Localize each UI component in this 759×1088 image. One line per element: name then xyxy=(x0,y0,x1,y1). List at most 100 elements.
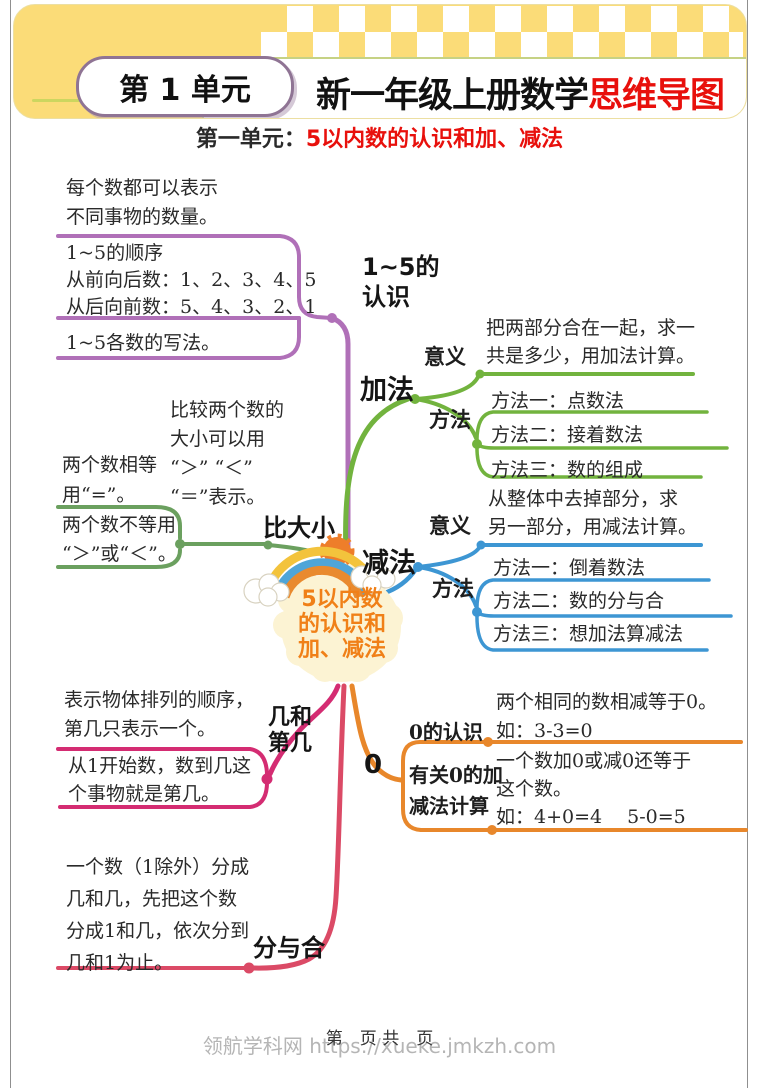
watermark: 领航学科网 https://xueke.jmkzh.com xyxy=(202,1034,557,1058)
text-line: 第几只表示一个。 xyxy=(64,718,217,740)
label-line: 加法 xyxy=(360,375,414,406)
subtitle-topic: 5以内数的认识和加、减法 xyxy=(305,127,564,152)
text-line: 如：3-3=0 xyxy=(496,720,593,742)
checker-pattern xyxy=(261,6,743,58)
ordinal-rule: 从1开始数，数到几这 个事物就是第几。 xyxy=(68,752,251,808)
subtraction-method-label: 方法 xyxy=(432,573,474,603)
text-line: 几和1为止。 xyxy=(66,952,174,974)
label-line: 第几 xyxy=(268,731,313,756)
text-line: 从后向前数：5、4、3、2、1 xyxy=(66,296,317,318)
central-topic: 5以内数 的认识和 加、减法 xyxy=(280,587,404,662)
addition-label: 加法 xyxy=(360,368,414,407)
compare-equal: 两个数相等 用“=”。 xyxy=(62,450,157,510)
compare-label: 比大小 xyxy=(263,508,335,543)
text-line: 方法一：点数法 xyxy=(491,390,625,412)
text-line: 从整体中去掉部分，求 xyxy=(488,488,679,510)
text-line: 不同事物的数量。 xyxy=(66,206,219,228)
text-line: 从前向后数：1、2、3、4、5 xyxy=(66,269,317,291)
text-line: 比较两个数的 xyxy=(170,399,285,421)
addition-method-label: 方法 xyxy=(429,404,471,434)
branch-subtraction-lines xyxy=(379,540,733,652)
page-border-right xyxy=(747,0,748,1088)
text-line: 共是多少，用加法计算。 xyxy=(486,345,696,367)
text-line: 两个相同的数相减等于0。 xyxy=(496,691,718,713)
subtitle: 第一单元：5以内数的认识和加、减法 xyxy=(0,121,759,153)
addition-method-1: 方法一：点数法 xyxy=(491,387,624,415)
central-topic-line: 加、减法 xyxy=(297,637,386,662)
text-line: 每个数都可以表示 xyxy=(66,177,219,199)
label-line: 几和 xyxy=(268,705,313,730)
label-line: 0 xyxy=(364,750,383,780)
text-line: 另一部分，用减法计算。 xyxy=(488,516,698,538)
text-line: 把两部分合在一起，求一 xyxy=(486,317,696,339)
label-line: 1~5的 xyxy=(362,253,440,281)
label-line: 减法 xyxy=(362,548,416,579)
text-line: 从1开始数，数到几这 xyxy=(68,755,252,777)
text-line: 1~5各数的写法。 xyxy=(66,332,221,354)
text-line: 两个数相等 xyxy=(62,454,158,476)
text-line: 大小可以用 xyxy=(170,428,266,450)
text-line: “＝”表示。 xyxy=(170,486,266,508)
subtraction-method-1: 方法一：倒着数法 xyxy=(493,554,645,582)
cloud-puff-right-icon xyxy=(350,561,396,595)
unit-badge: 第 1 单元 xyxy=(76,56,294,117)
subtraction-method-2: 方法二：数的分与合 xyxy=(493,587,664,615)
zero-sub2-text: 一个数加0或减0还等于 这个数。 如：4+0=4 5-0=5 xyxy=(496,747,691,831)
label-line: 有关0的加 xyxy=(409,763,503,787)
ordinal-note: 表示物体排列的顺序， 第几只表示一个。 xyxy=(64,686,254,744)
central-topic-line: 的认识和 xyxy=(297,612,386,637)
label-line: 意义 xyxy=(429,513,471,538)
branch-ordinal-lines xyxy=(56,683,341,809)
split-label: 分与合 xyxy=(253,928,325,963)
text-line: 表示物体排列的顺序， xyxy=(64,689,255,711)
subtitle-label: 第一单元： xyxy=(195,127,306,152)
branch-addition-lines xyxy=(343,369,729,568)
zero-sub2-label: 有关0的加 减法计算 xyxy=(409,760,503,822)
text-line: 一个数加0或减0还等于 xyxy=(496,750,692,772)
label-line: 意义 xyxy=(424,344,466,369)
label-line: 比大小 xyxy=(263,514,335,542)
title-red: 思维导图 xyxy=(588,76,725,116)
text-line: 这个数。 xyxy=(496,778,573,800)
label-line: 方法 xyxy=(432,576,474,601)
text-line: 方法二：接着数法 xyxy=(491,424,644,446)
subtraction-method-3: 方法三：想加法算减法 xyxy=(493,620,683,648)
header-banner: 新一年级上册数学思维导图 第 1 单元 xyxy=(13,4,747,119)
zero-sub1-label: 0的认识 xyxy=(409,716,483,745)
addition-method-3: 方法三：数的组成 xyxy=(491,456,643,484)
text-line: “＞” “＜” xyxy=(170,457,253,479)
label-line: 减法计算 xyxy=(409,794,489,818)
text-line: 方法三：数的组成 xyxy=(491,459,644,481)
subtraction-meaning: 从整体中去掉部分，求 另一部分，用减法计算。 xyxy=(488,485,697,541)
n15-note: 每个数都可以表示 不同事物的数量。 xyxy=(66,174,218,232)
label-line: 认识 xyxy=(362,283,410,311)
page-border-left xyxy=(10,0,11,1088)
page-title: 新一年级上册数学思维导图 xyxy=(316,67,725,118)
n15-writing: 1~5各数的写法。 xyxy=(66,329,220,357)
text-line: 方法三：想加法算减法 xyxy=(493,623,684,645)
decorative-underline xyxy=(32,99,96,102)
text-line: 如：4+0=4 5-0=5 xyxy=(496,806,686,828)
compare-unequal: 两个数不等用 “＞”或“＜”。 xyxy=(62,511,177,569)
subtraction-meaning-label: 意义 xyxy=(429,510,471,540)
text-line: 一个数（1除外）分成 xyxy=(66,856,250,878)
text-line: “＞”或“＜”。 xyxy=(62,543,177,565)
branch-n15-lines xyxy=(56,234,351,578)
subtraction-label: 减法 xyxy=(362,541,416,580)
title-black: 新一年级上册数学 xyxy=(316,76,589,116)
text-line: 方法一：倒着数法 xyxy=(493,557,646,579)
split-note: 一个数（1除外）分成 几和几，先把这个数 分成1和几，依次分到 几和1为止。 xyxy=(66,851,249,979)
addition-meaning: 把两部分合在一起，求一 共是多少，用加法计算。 xyxy=(486,314,695,370)
text-line: 分成1和几，依次分到 xyxy=(66,920,250,942)
text-line: 个事物就是第几。 xyxy=(68,783,221,805)
addition-meaning-label: 意义 xyxy=(424,341,466,371)
unit-badge-label: 第 1 单元 xyxy=(119,72,251,108)
zero-sub1-text: 两个相同的数相减等于0。 如：3-3=0 xyxy=(496,688,717,746)
text-line: 用“=”。 xyxy=(62,484,136,506)
central-topic-line: 5以内数 xyxy=(301,587,383,612)
text-line: 1~5的顺序 xyxy=(66,242,164,264)
label-line: 0的认识 xyxy=(409,720,483,744)
page-number: 第 页 共 页 xyxy=(325,1029,434,1049)
